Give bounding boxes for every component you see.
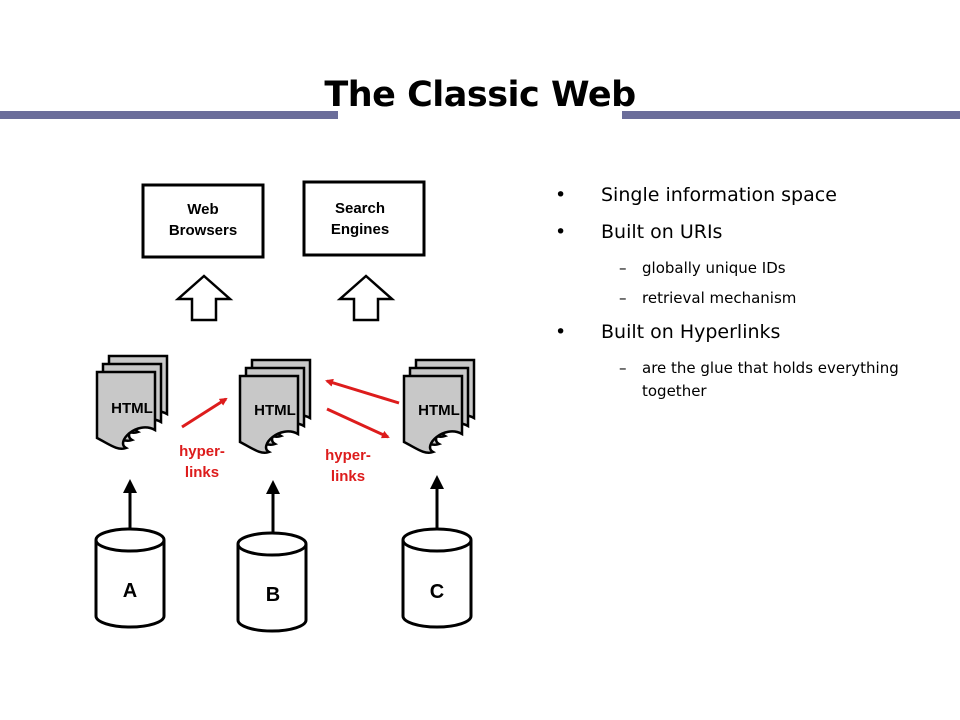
bullet-item: •Built on Hyperlinks — [555, 321, 781, 343]
database-label: A — [122, 580, 138, 602]
database-cylinders — [94, 527, 473, 633]
hyperlink-arrow — [325, 378, 400, 405]
bullet-item: •Built on URIs — [555, 221, 723, 243]
sub-bullet-item: –are the glue that holds everything toge… — [619, 359, 899, 400]
web-browsers-box — [141, 183, 265, 259]
hyperlink-arrow — [326, 407, 390, 439]
up-arrow-icon — [174, 274, 234, 322]
title-rule-gap — [338, 108, 622, 122]
database-label: B — [265, 584, 281, 606]
html-document-sheet — [238, 374, 300, 454]
hyperlinks-label: hyper- links — [325, 447, 371, 485]
html-document-sheet — [402, 374, 464, 454]
hyperlink-arrow — [181, 397, 228, 429]
html-document-sheet — [95, 370, 157, 450]
database-cylinder — [236, 544, 308, 633]
search-engines-box — [302, 180, 426, 257]
hyperlinks-label: hyper- links — [179, 443, 225, 481]
html-document-label: HTML — [418, 402, 460, 419]
html-document-stacks — [95, 354, 476, 454]
sub-bullet-item: –retrieval mechanism — [619, 289, 797, 307]
html-document-label: HTML — [254, 402, 296, 419]
database-label: C — [429, 581, 445, 603]
database-cylinder-top — [401, 527, 473, 553]
html-document-label: HTML — [111, 400, 153, 417]
database-cylinder-top — [236, 531, 308, 557]
bullet-list: •Single information space •Built on URIs… — [555, 183, 945, 410]
sub-bullet-item: –globally unique IDs — [619, 259, 786, 277]
bullet-item: •Single information space — [555, 184, 837, 206]
database-cylinder-top — [94, 527, 166, 553]
database-cylinder — [401, 540, 473, 629]
web-browsers-label: Web Browsers — [168, 201, 238, 239]
database-cylinder — [94, 540, 166, 629]
up-arrow-icon — [336, 274, 396, 322]
search-engines-label: Search Engines — [330, 200, 390, 238]
